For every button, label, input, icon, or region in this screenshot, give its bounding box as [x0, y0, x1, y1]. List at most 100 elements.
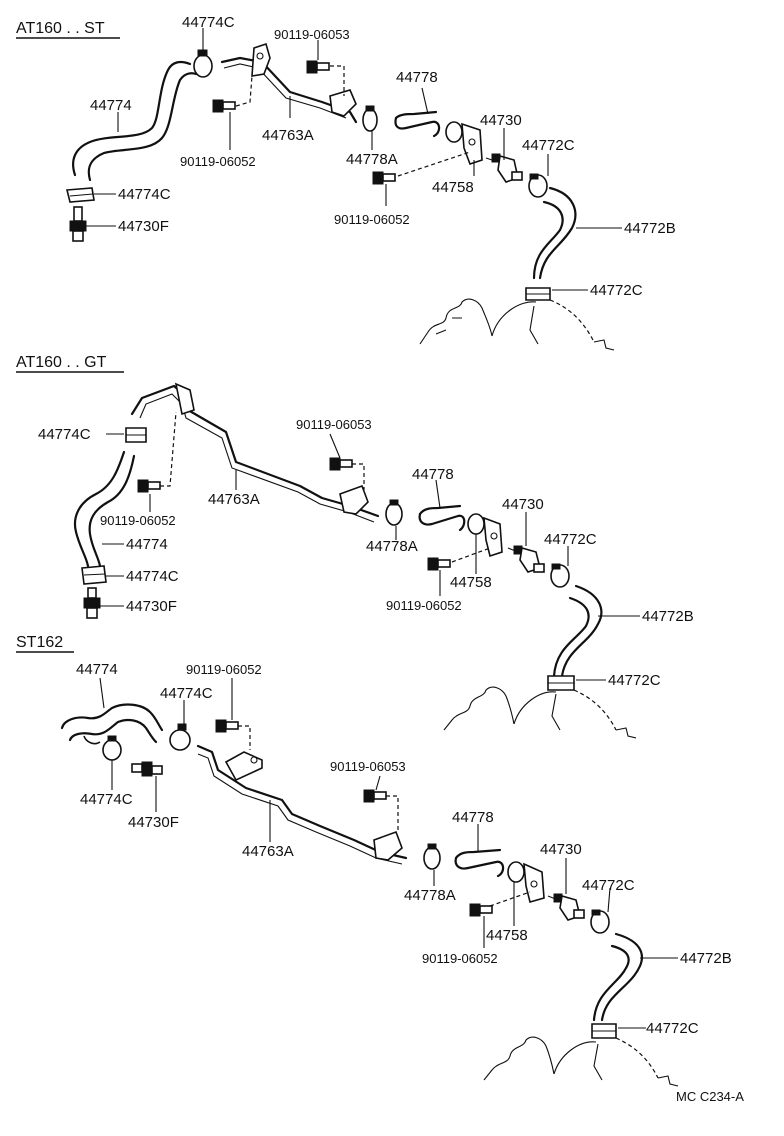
label-44774: 44774 [90, 97, 132, 114]
label-90119-06052: 90119-06052 [186, 662, 262, 677]
label-44778: 44778 [396, 69, 438, 86]
valve-44730 [507, 545, 545, 573]
label-44730f: 44730F [118, 218, 169, 235]
leader [421, 87, 429, 115]
label-44772c: 44772C [522, 137, 575, 154]
hose-44774 [60, 703, 164, 732]
label-44774c: 44774C [38, 426, 91, 443]
valve-44730 [485, 153, 523, 183]
section-title: AT160 . . GT [16, 354, 107, 371]
label-44730: 44730 [540, 841, 582, 858]
pipe-44763a [130, 384, 380, 518]
label-44772b: 44772B [624, 220, 676, 237]
bolt-90119-06053 [306, 60, 330, 74]
clamp-44774c-left [125, 427, 147, 443]
label-44778a: 44778A [404, 887, 456, 904]
label-44772c: 44772C [582, 877, 635, 894]
label-44774c-lower: 44774C [80, 791, 133, 808]
section-st162: ST162 [16, 634, 732, 1087]
label-44758: 44758 [450, 574, 492, 591]
label-44730: 44730 [480, 112, 522, 129]
clamp-44778a [423, 843, 441, 870]
clamp-44774c-lower [81, 565, 107, 585]
clamp-44778a [362, 105, 378, 132]
label-44763a: 44763A [242, 843, 294, 860]
clamp-44774c-upper [169, 723, 191, 751]
label-44763a: 44763A [208, 491, 260, 508]
pipe-bracket [174, 382, 195, 416]
leader [607, 887, 611, 913]
union-44730f [69, 206, 87, 242]
clamp-44778a [385, 499, 403, 526]
section-at160-gt: AT160 . . GT [16, 354, 694, 739]
label-44778a: 44778A [346, 151, 398, 168]
label-90119-06053: 90119-06053 [274, 27, 350, 42]
label-90119-06052-right: 90119-06052 [334, 212, 410, 227]
clamp-44774c-lower [102, 735, 122, 761]
label-44772b: 44772B [642, 608, 694, 625]
label-44778: 44778 [452, 809, 494, 826]
label-44772c-bottom: 44772C [646, 1020, 699, 1037]
label-44774c-lower: 44774C [118, 186, 171, 203]
label-44774: 44774 [76, 661, 118, 678]
clamp-44772c-right [590, 909, 610, 934]
bolt-90119-06052-right [469, 903, 493, 917]
label-44772c-bottom: 44772C [590, 282, 643, 299]
label-44778a: 44778A [366, 538, 418, 555]
hose-44772b [600, 932, 643, 1022]
label-90119-06053: 90119-06053 [296, 417, 372, 432]
bolt-90119-06052-mid [212, 99, 236, 113]
clamp-44772c-bottom [591, 1023, 617, 1039]
bolt-90119-06053 [329, 457, 353, 471]
leader [375, 775, 381, 791]
label-44778: 44778 [412, 466, 454, 483]
hose-end [83, 735, 101, 745]
hose-44778 [418, 512, 466, 532]
clamp-44774c-lower [65, 187, 95, 203]
section-title: ST162 [16, 634, 63, 651]
pipe-44763a [220, 56, 358, 124]
label-90119-06052: 90119-06052 [100, 513, 176, 528]
hose-44778 [454, 856, 505, 878]
label-44774c-lower: 44774C [126, 568, 179, 585]
hose-44772b [560, 584, 603, 678]
clamp-44772c-bottom [547, 675, 575, 691]
hose-44774 [73, 450, 126, 568]
hose-44774 [72, 60, 192, 177]
leader [435, 479, 441, 509]
pipe-44763a [196, 744, 408, 860]
label-90119-06052-right: 90119-06052 [422, 951, 498, 966]
union-44730f [131, 761, 163, 777]
leader [329, 433, 341, 459]
hose-44774-inner [87, 72, 198, 182]
label-44774c-upper: 44774C [160, 685, 213, 702]
label-44730: 44730 [502, 496, 544, 513]
leader [99, 677, 105, 709]
bolt-90119-06052-right [427, 557, 451, 571]
bolt-90119-06052-left [137, 479, 161, 493]
clamp-44772c-right [528, 173, 548, 198]
hose-44772b [538, 186, 577, 280]
label-44774c: 44774C [182, 14, 235, 31]
label-90119-06052: 90119-06052 [180, 154, 256, 169]
label-44772c-bottom: 44772C [608, 672, 661, 689]
section-at160-st: AT160 . . ST [16, 14, 676, 351]
bolt-90119-06052-right [372, 171, 396, 185]
pipe-bracket [224, 751, 263, 782]
label-44774: 44774 [126, 536, 168, 553]
bolt-90119-06053 [363, 789, 387, 803]
hose-44778 [394, 116, 441, 138]
label-44772c: 44772C [544, 531, 597, 548]
label-44758: 44758 [432, 179, 474, 196]
label-44758: 44758 [486, 927, 528, 944]
engine-outline [419, 298, 493, 345]
label-44772b: 44772B [680, 950, 732, 967]
label-44730f: 44730F [128, 814, 179, 831]
bracket-44758 [507, 861, 545, 903]
label-44763a: 44763A [262, 127, 314, 144]
clamp-44772c-right [550, 563, 570, 588]
reference-code: MC C234-A [676, 1089, 744, 1104]
label-90119-06052-right: 90119-06052 [386, 598, 462, 613]
label-44730f: 44730F [126, 598, 177, 615]
